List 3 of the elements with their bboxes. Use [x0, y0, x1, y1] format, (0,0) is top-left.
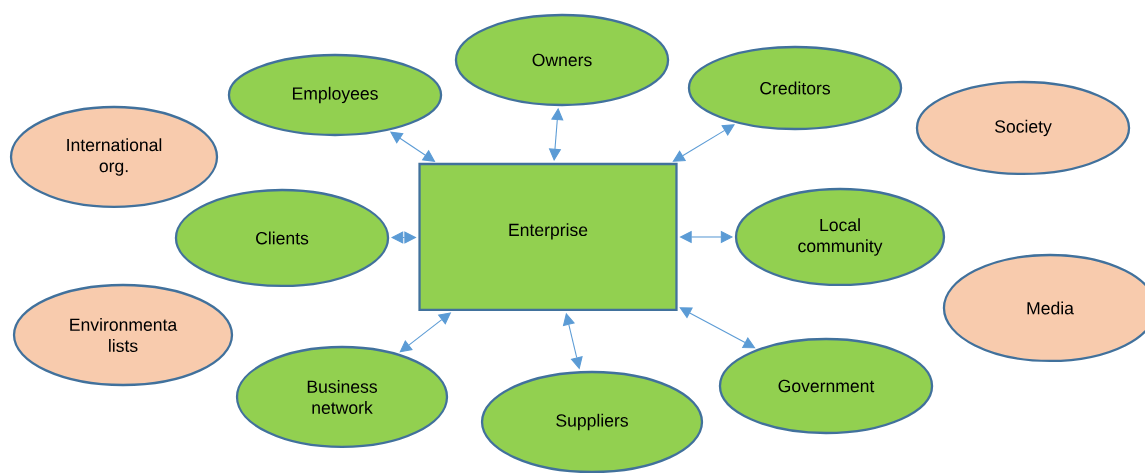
- center-box: Enterprise: [418, 162, 678, 312]
- double-arrow: [679, 307, 756, 349]
- double-arrow: [672, 124, 735, 162]
